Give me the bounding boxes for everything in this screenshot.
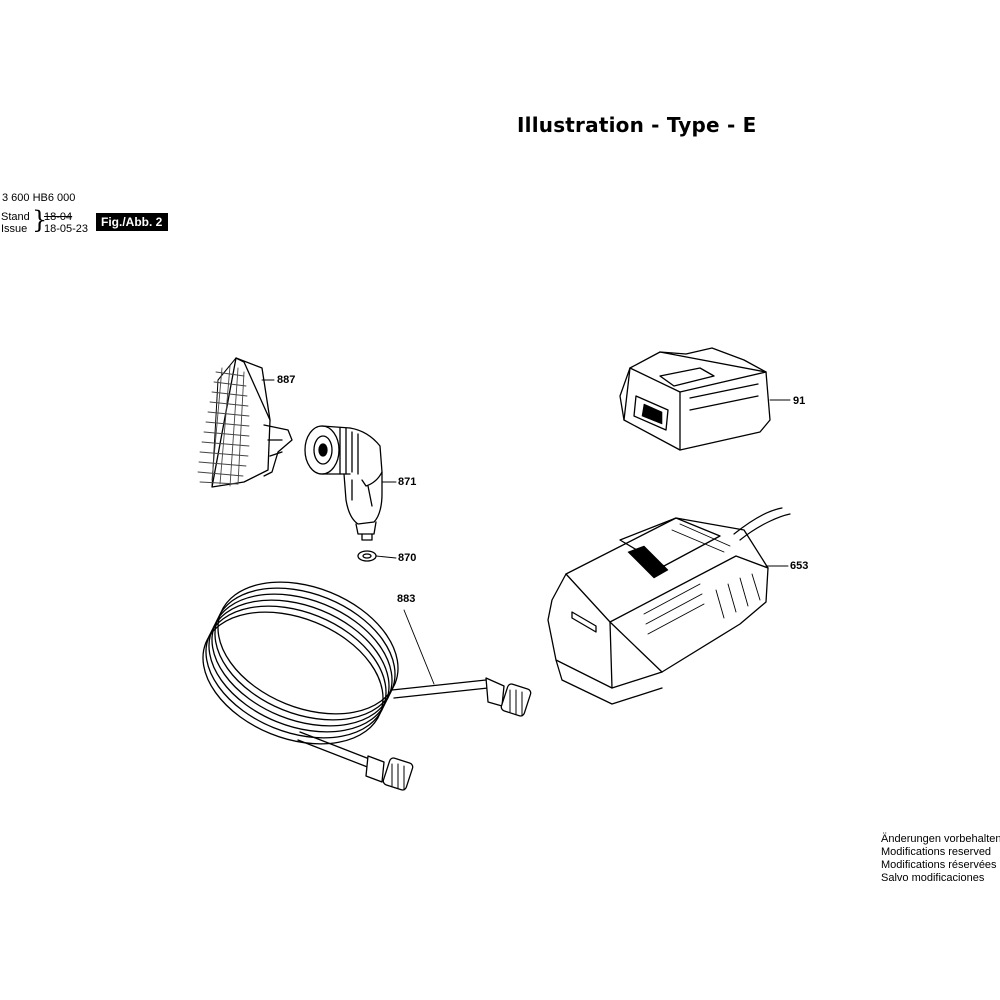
brush-887 <box>197 357 293 488</box>
note-line-fr: Modifications réservées <box>881 859 997 871</box>
part-number: 3 600 HB6 000 <box>2 192 76 204</box>
spray-nozzle-871 <box>304 425 383 541</box>
callout-883: 883 <box>397 593 416 605</box>
figure-badge: Fig./Abb. 2 <box>96 213 169 231</box>
issue-date: 18-05-23 <box>44 223 89 235</box>
note-line-de: Änderungen vorbehalten <box>881 833 1000 845</box>
callout-870: 870 <box>398 552 417 564</box>
callout-871: 871 <box>398 476 417 488</box>
charger-653 <box>547 507 791 705</box>
brace-symbol: } <box>32 206 48 234</box>
callout-653: 653 <box>790 560 809 572</box>
stand-date: 18-04 <box>44 211 73 223</box>
washer-870 <box>357 550 377 562</box>
issue-label: Issue <box>1 223 28 235</box>
callout-91: 91 <box>793 395 806 407</box>
callout-887: 887 <box>277 374 296 386</box>
note-line-es: Salvo modificaciones <box>881 872 985 884</box>
note-line-en: Modifications reserved <box>881 846 992 858</box>
battery-91 <box>619 347 771 451</box>
leader-870 <box>375 555 397 559</box>
leader-883 <box>403 609 435 685</box>
stand-label: Stand <box>1 211 30 223</box>
hose-883 <box>202 581 532 791</box>
leader-lines <box>261 379 791 685</box>
modifications-notes: Änderungen vorbehalten Modifications res… <box>881 833 1000 885</box>
page-title: Illustration - Type - E <box>517 113 757 137</box>
